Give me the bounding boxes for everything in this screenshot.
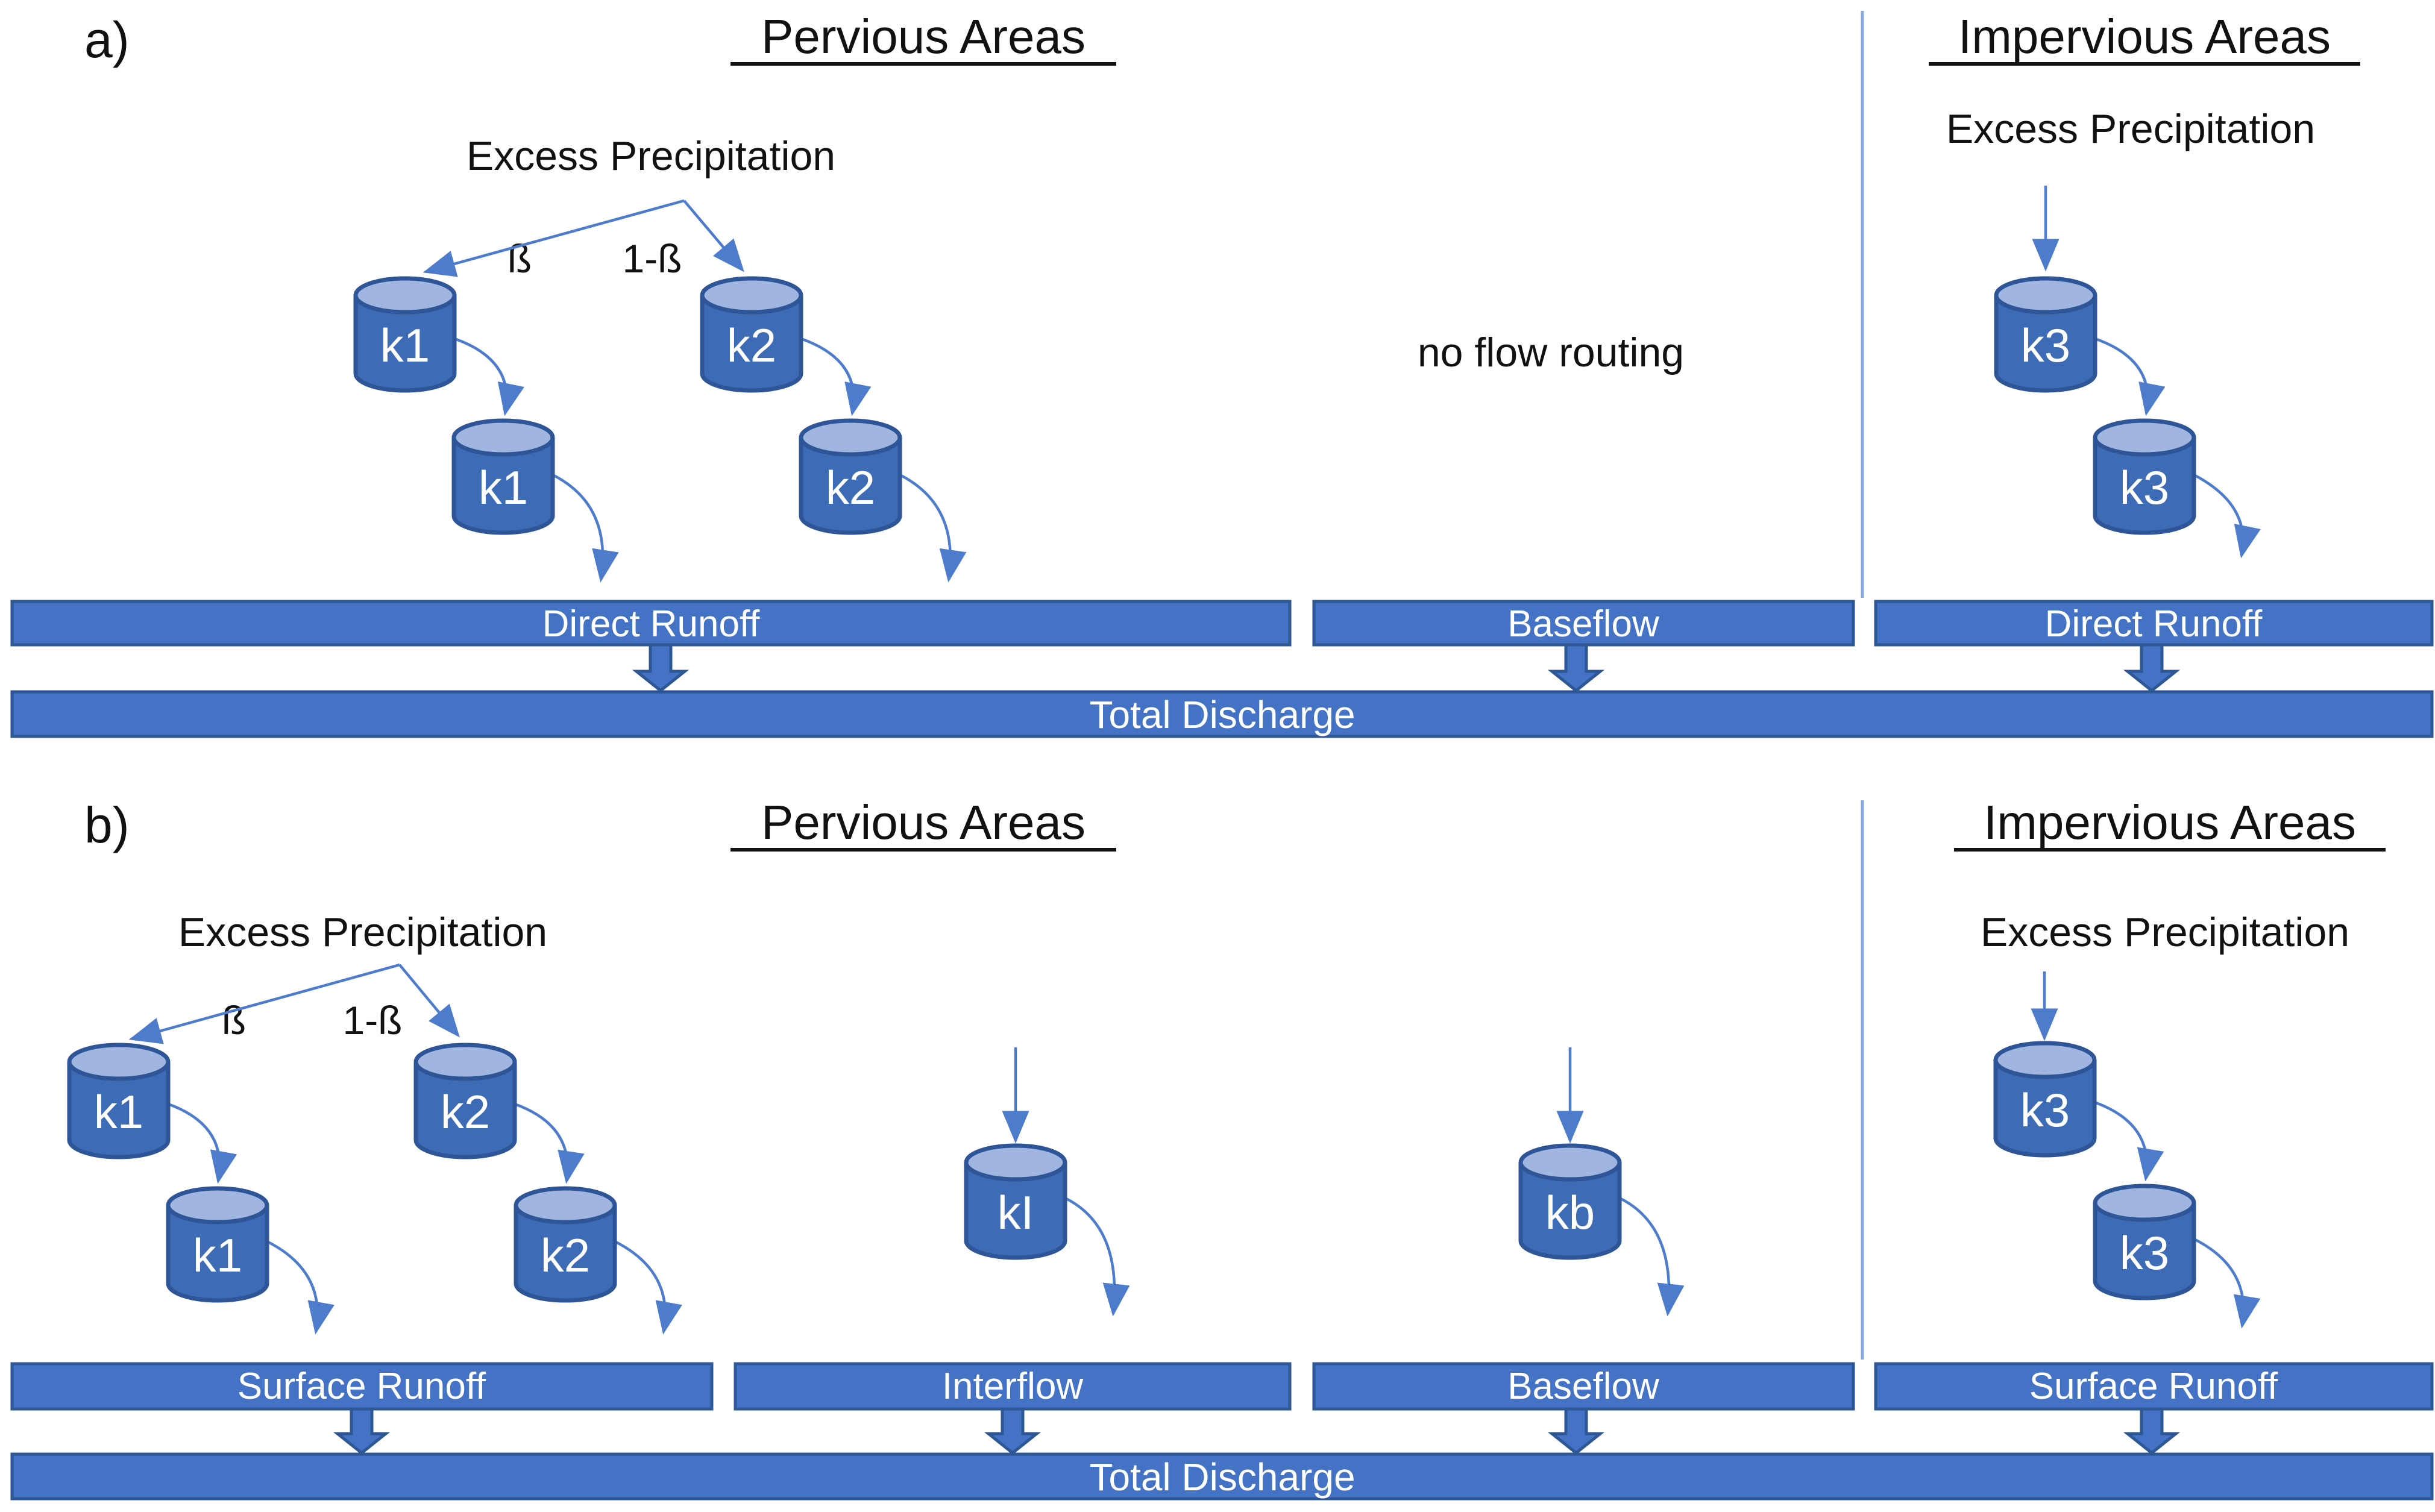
panel-b-excess-precipitation-pervious: Excess Precipitation [178, 909, 547, 955]
svg-text:Interflow: Interflow [942, 1366, 1084, 1407]
panel-b-reservoir-baseflow: kb [1518, 1143, 1622, 1260]
panel-b-beta-label: ß [222, 998, 246, 1043]
panel-a-one-minus-beta-label: 1-ß [623, 236, 682, 281]
panel-b-impervious-title: Impervious Areas [1984, 795, 2356, 849]
panel-a-direct-runoff-impervious-bar: Direct Runoff [1874, 600, 2434, 647]
panel-a-no-flow-routing-note: no flow routing [1418, 330, 1684, 375]
panel-b-interflow-bar: Interflow [734, 1362, 1292, 1411]
reservoir-label: k1 [193, 1229, 242, 1282]
panel-b-k2-outflow-arrow [614, 1240, 682, 1335]
panel-b-k3-cascade-arrow [2094, 1100, 2164, 1182]
reservoir-label: k3 [2120, 461, 2169, 514]
reservoir-label: k2 [441, 1085, 490, 1138]
panel-a-reservoir-k3-upper: k3 [1994, 276, 2097, 393]
reservoir-label: k2 [727, 319, 776, 372]
reservoir-label: k1 [94, 1085, 143, 1138]
panel-a-reservoir-k3-lower: k3 [2093, 418, 2196, 535]
panel-a-split-arrow-beta [423, 199, 685, 277]
panel-a-k1-cascade-arrow [454, 337, 524, 416]
panel-a-k2-outflow-arrow [899, 473, 967, 583]
panel-a-split-arrow-one-minus-beta [683, 199, 744, 272]
reservoir-label: kI [998, 1186, 1034, 1239]
panel-b-reservoir-k1-lower: k1 [166, 1186, 269, 1303]
panel-a-total-discharge-bar: Total Discharge [10, 690, 2434, 738]
panel-a-reservoir-k2-lower: k2 [799, 418, 902, 535]
panel-b-split-arrow-one-minus-beta [398, 964, 460, 1038]
reservoir-label: k1 [380, 319, 430, 372]
reservoir-label: k2 [541, 1229, 590, 1282]
panel-a-k2-cascade-arrow [800, 337, 872, 416]
panel-b-label: b) [84, 797, 130, 853]
panel-a-block-arrow-direct-runoff-impervious [2123, 643, 2181, 693]
panel-b-block-arrow-surface-runoff-impervious [2123, 1407, 2181, 1455]
panel-b-interflow-outflow-arrow [1064, 1196, 1130, 1317]
panel-b-k2-cascade-arrow [514, 1102, 585, 1184]
cylinder-top [353, 276, 457, 315]
svg-text:Surface Runoff: Surface Runoff [2029, 1366, 2278, 1407]
reservoir-label: k3 [2021, 319, 2070, 372]
panel-a-k3-outflow-arrow [2193, 474, 2261, 559]
panel-a-reservoir-k1-lower: k1 [451, 418, 555, 535]
panel-b-reservoir-k2-lower: k2 [514, 1186, 617, 1303]
panel-b-block-arrow-baseflow [1547, 1407, 1605, 1455]
panel-b-surface-runoff-impervious-bar: Surface Runoff [1874, 1362, 2434, 1411]
panel-a-direct-runoff-pervious-bar: Direct Runoff [10, 600, 1292, 647]
panel-a-reservoir-k2-upper: k2 [700, 276, 803, 393]
panel-a-block-arrow-baseflow [1547, 643, 1605, 693]
panel-b-total-discharge-bar: Total Discharge [10, 1452, 2434, 1501]
panel-b-reservoir-interflow: kI [964, 1143, 1067, 1260]
panel-b-reservoir-k3-upper: k3 [1993, 1041, 2097, 1158]
reservoir-label: kb [1545, 1186, 1595, 1239]
panel-b-surface-runoff-pervious-bar: Surface Runoff [10, 1362, 714, 1411]
panel-b-reservoir-k1-upper: k1 [67, 1043, 171, 1159]
panel-a-block-arrow-direct-runoff [632, 643, 690, 693]
panel-b-reservoir-k3-lower: k3 [2093, 1184, 2196, 1300]
panel-b-k1-cascade-arrow [168, 1102, 237, 1184]
svg-text:Surface Runoff: Surface Runoff [237, 1366, 486, 1407]
panel-b-excess-precipitation-impervious: Excess Precipitation [1981, 909, 2349, 955]
panel-a-impervious-title: Impervious Areas [1958, 10, 2331, 63]
svg-text:Baseflow: Baseflow [1507, 603, 1659, 645]
panel-b-k3-outflow-arrow [2193, 1237, 2261, 1329]
panel-b-one-minus-beta-label: 1-ß [343, 998, 403, 1043]
panel-a-k3-cascade-arrow [2094, 337, 2166, 416]
panel-b-k1-outflow-arrow [266, 1240, 335, 1335]
panel-b-block-arrow-interflow [984, 1407, 1042, 1455]
reservoir-label: k2 [826, 461, 875, 514]
panel-b-baseflow-bar: Baseflow [1312, 1362, 1855, 1411]
panel-a-label: a) [84, 11, 130, 68]
svg-text:Baseflow: Baseflow [1507, 1366, 1659, 1407]
svg-text:Direct Runoff: Direct Runoff [542, 603, 760, 645]
panel-b-baseflow-outflow-arrow [1619, 1196, 1685, 1317]
reservoir-label: k3 [2020, 1084, 2070, 1137]
reservoir-label: k1 [479, 461, 528, 514]
panel-b-reservoir-k2-upper: k2 [413, 1043, 517, 1159]
panel-a-k1-outflow-arrow [551, 473, 619, 583]
panel-b-pervious-title: Pervious Areas [761, 795, 1086, 849]
panel-a-pervious-title: Pervious Areas [761, 10, 1086, 63]
svg-text:Total Discharge: Total Discharge [1089, 693, 1355, 736]
panel-b-split-arrow-beta [128, 963, 400, 1044]
panel-a-baseflow-bar: Baseflow [1312, 600, 1855, 647]
reservoir-label: k3 [2120, 1226, 2169, 1279]
panel-a-excess-precipitation-pervious: Excess Precipitation [467, 133, 835, 179]
svg-text:Total Discharge: Total Discharge [1089, 1455, 1355, 1499]
panel-b-block-arrow-surface-runoff [333, 1407, 391, 1455]
panel-a-excess-precipitation-impervious: Excess Precipitation [1946, 106, 2315, 152]
svg-text:Direct Runoff: Direct Runoff [2045, 603, 2263, 645]
panel-a-reservoir-k1-upper: k1 [353, 276, 457, 393]
